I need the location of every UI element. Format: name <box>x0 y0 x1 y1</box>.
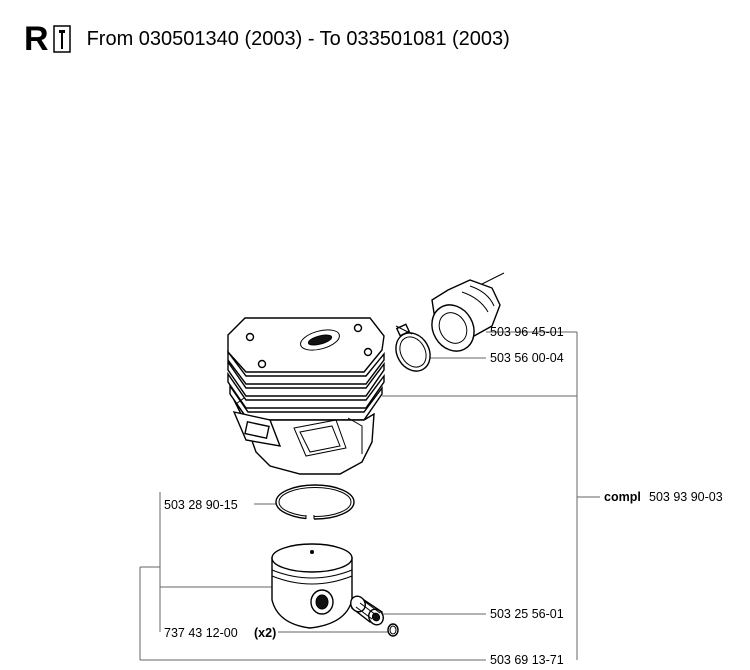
page-header: R From 030501340 (2003) - To 033501081 (… <box>24 22 510 56</box>
label-pin-qty: (x2) <box>254 626 276 640</box>
label-kit: 503 93 90-03 <box>649 490 723 504</box>
label-piston: 503 69 13-71 <box>490 653 564 667</box>
hose-clamp <box>395 323 431 372</box>
needle-bearing <box>350 595 384 626</box>
serial-range: From 030501340 (2003) - To 033501081 (20… <box>86 28 510 50</box>
leader-lines <box>139 331 600 661</box>
cylinder <box>227 317 385 475</box>
label-bearing: 503 25 56-01 <box>490 607 564 621</box>
circlip <box>387 623 399 637</box>
label-pin: 737 43 12-00 <box>164 626 238 640</box>
label-intake: 503 96 45-01 <box>490 325 564 339</box>
logo-letter: R <box>24 20 49 58</box>
wrench-icon <box>52 25 71 53</box>
label-ring: 503 28 90-15 <box>164 498 238 512</box>
piston-ring <box>275 484 355 520</box>
label-clamp: 503 56 00-04 <box>490 351 564 365</box>
piston <box>271 543 353 629</box>
label-kit-prefix: compl <box>604 490 641 504</box>
intake-manifold <box>431 272 505 352</box>
